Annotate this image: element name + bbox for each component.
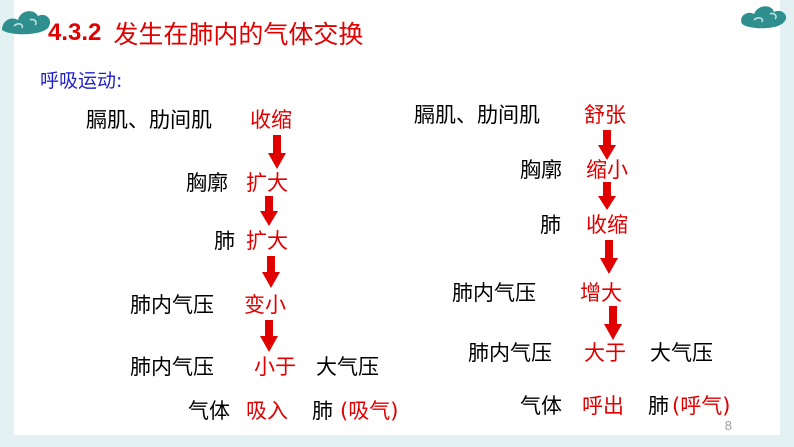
down-arrow-icon bbox=[268, 135, 286, 169]
cloud-ornament-right-icon bbox=[741, 6, 787, 29]
exhale-thorax-value: 缩小 bbox=[586, 158, 628, 182]
exhale-gas-note: (呼气) bbox=[672, 394, 731, 418]
inhale-gas-lung: 肺 bbox=[312, 399, 333, 423]
exhale-pressure-label: 肺内气压 bbox=[452, 281, 536, 305]
inhale-lung-label: 肺 bbox=[214, 229, 235, 253]
down-arrow-icon bbox=[598, 130, 616, 160]
down-arrow-icon bbox=[262, 256, 280, 288]
exhale-gas-action: 呼出 bbox=[582, 394, 624, 418]
inhale-lung-value: 扩大 bbox=[246, 229, 288, 253]
down-arrow-icon bbox=[260, 196, 278, 226]
inhale-muscles-value: 收缩 bbox=[250, 108, 292, 132]
page-number: 8 bbox=[724, 418, 732, 433]
inhale-pressure-value: 变小 bbox=[244, 293, 286, 317]
subtitle: 呼吸运动: bbox=[40, 70, 123, 92]
exhale-thorax-label: 胸廓 bbox=[520, 158, 562, 182]
down-arrow-icon bbox=[260, 320, 278, 352]
exhale-gas-lung: 肺 bbox=[648, 394, 669, 418]
inhale-muscles-label: 膈肌、肋间肌 bbox=[86, 108, 212, 132]
inhale-gas-note: (吸气) bbox=[340, 399, 399, 423]
down-arrow-icon bbox=[604, 306, 622, 340]
inhale-gas-action: 吸入 bbox=[246, 399, 288, 423]
exhale-gas-label: 气体 bbox=[520, 394, 562, 418]
frame-bottom bbox=[0, 435, 794, 447]
exhale-lung-value: 收缩 bbox=[586, 213, 628, 237]
frame-right bbox=[780, 0, 794, 447]
inhale-compare-right: 大气压 bbox=[316, 355, 379, 379]
inhale-thorax-label: 胸廓 bbox=[186, 171, 228, 195]
inhale-pressure-label: 肺内气压 bbox=[130, 293, 214, 317]
section-number: 4.3.2 bbox=[48, 19, 102, 46]
frame-left bbox=[0, 0, 14, 447]
inhale-thorax-value: 扩大 bbox=[246, 171, 288, 195]
exhale-compare-right: 大气压 bbox=[650, 341, 713, 365]
inhale-compare-relation: 小于 bbox=[254, 355, 296, 379]
cloud-ornament-left-icon bbox=[2, 11, 51, 35]
exhale-muscles-value: 舒张 bbox=[584, 103, 626, 127]
down-arrow-icon bbox=[598, 182, 616, 210]
inhale-compare-left: 肺内气压 bbox=[130, 355, 214, 379]
slide-title: 4.3.2 发生在肺内的气体交换 bbox=[48, 13, 363, 53]
exhale-compare-relation: 大于 bbox=[584, 341, 626, 365]
exhale-compare-left: 肺内气压 bbox=[468, 341, 552, 365]
inhale-gas-label: 气体 bbox=[188, 399, 230, 423]
down-arrow-icon bbox=[600, 240, 618, 274]
exhale-pressure-value: 增大 bbox=[580, 281, 622, 305]
exhale-muscles-label: 膈肌、肋间肌 bbox=[414, 103, 540, 127]
section-title: 发生在肺内的气体交换 bbox=[113, 20, 364, 49]
exhale-lung-label: 肺 bbox=[540, 213, 561, 237]
